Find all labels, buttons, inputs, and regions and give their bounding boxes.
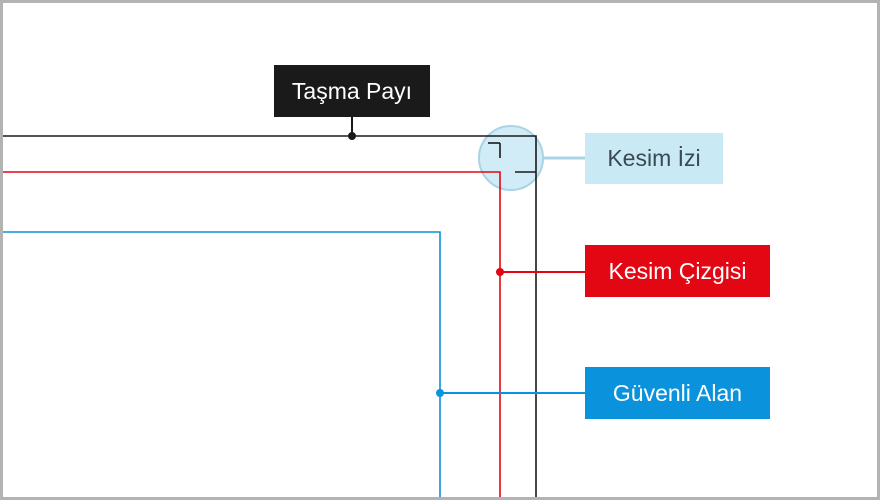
trim-line: [3, 171, 501, 497]
bleed-label: Taşma Payı: [274, 65, 430, 117]
trim-line-label: Kesim Çizgisi: [585, 245, 770, 297]
safe-area-line: [3, 231, 441, 497]
bleed-line: [3, 135, 537, 497]
trim-connector-dot: [496, 268, 504, 276]
safe-area-connector-dot: [436, 389, 444, 397]
safe-area-label: Güvenli Alan: [585, 367, 770, 419]
crop-mark-label: Kesim İzi: [585, 133, 723, 184]
bleed-connector-dot: [348, 132, 356, 140]
crop-mark-icon: [488, 142, 536, 173]
print-guides-diagram: [3, 116, 585, 497]
